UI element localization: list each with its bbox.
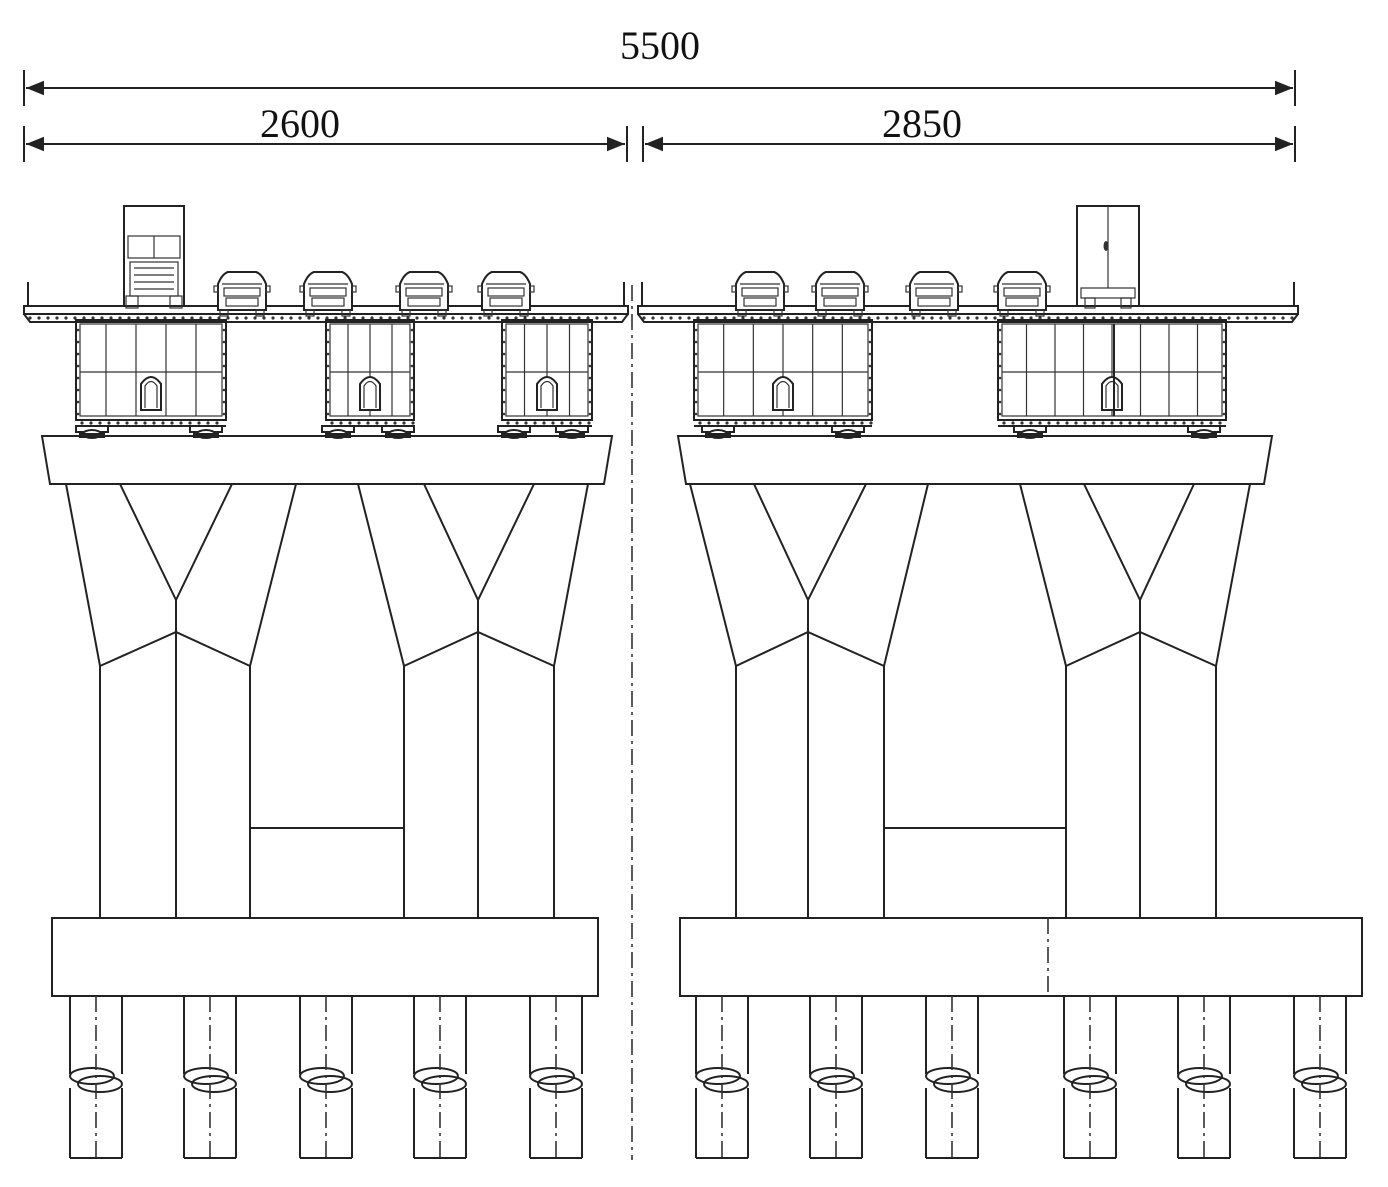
- truck: [1076, 205, 1140, 309]
- car: [731, 271, 789, 317]
- car: [811, 271, 869, 317]
- car: [395, 271, 453, 317]
- box-girder: [997, 319, 1227, 427]
- left-pier: [40, 435, 614, 997]
- car: [477, 271, 535, 317]
- right-pier: [676, 435, 1363, 997]
- pier-column: [357, 483, 589, 918]
- pile: [1177, 996, 1231, 1159]
- pier-column: [689, 483, 929, 918]
- pile: [1063, 996, 1117, 1159]
- box-girder: [325, 319, 415, 427]
- box-girder: [75, 319, 227, 427]
- pile: [299, 996, 353, 1159]
- pile: [413, 996, 467, 1159]
- pile: [183, 996, 237, 1159]
- pile: [1293, 996, 1347, 1159]
- box-girder: [693, 319, 873, 427]
- pile: [529, 996, 583, 1159]
- overall-width-label: 5500: [620, 23, 700, 68]
- car: [905, 271, 963, 317]
- car: [299, 271, 357, 317]
- pile: [925, 996, 979, 1159]
- car: [993, 271, 1051, 317]
- pile: [695, 996, 749, 1159]
- dimension-lines: [23, 70, 1296, 162]
- pile: [69, 996, 123, 1159]
- deck-slab: [637, 282, 1299, 323]
- pier-column: [1019, 483, 1251, 918]
- truck: [123, 205, 185, 309]
- box-girder: [501, 319, 593, 427]
- pier-column: [65, 483, 297, 918]
- car: [213, 271, 271, 317]
- pile: [809, 996, 863, 1159]
